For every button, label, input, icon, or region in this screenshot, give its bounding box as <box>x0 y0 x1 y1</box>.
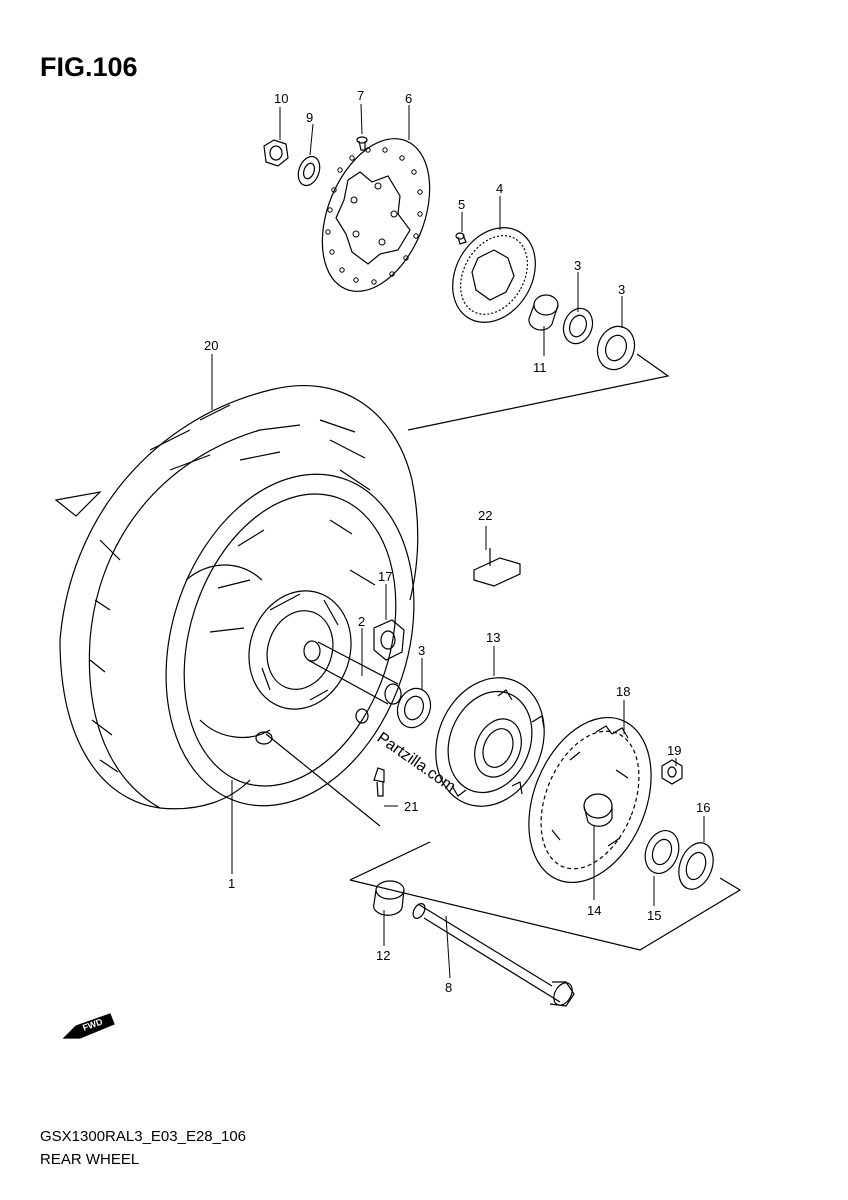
callout-16: 15 <box>647 908 661 923</box>
fwd-arrow-icon: FWD <box>62 1013 115 1039</box>
callout-22: 21 <box>404 799 418 814</box>
rear-axle[interactable] <box>411 902 576 1009</box>
callout-1: 1 <box>228 876 235 891</box>
callout-12: 11 <box>533 360 547 375</box>
watermark: Partzilla.com <box>374 729 459 795</box>
sensor-rotor[interactable] <box>436 213 552 338</box>
wheel-bearing-lower[interactable] <box>392 684 436 733</box>
callout-4: 3 <box>574 258 581 273</box>
callout-15: 14 <box>587 903 601 918</box>
sprocket-nut[interactable] <box>661 759 683 785</box>
callout-20: 19 <box>667 743 681 758</box>
callout-11: 10 <box>274 91 288 106</box>
brake-disc[interactable] <box>302 123 451 307</box>
figure-name: REAR WHEEL <box>40 1151 140 1168</box>
sprocket-oil-seal[interactable] <box>673 838 719 894</box>
axle-washer[interactable] <box>294 153 323 188</box>
sprocket-spacer[interactable] <box>583 793 613 827</box>
callout-6: 5 <box>458 197 465 212</box>
leader-lines <box>211 103 705 979</box>
sprocket-bearing[interactable] <box>639 826 684 878</box>
callout-21: 20 <box>204 338 218 353</box>
callout-23: 22 <box>478 508 492 523</box>
rear-wheel-rim[interactable] <box>125 442 455 838</box>
oil-seal[interactable] <box>559 304 598 347</box>
figure-code: GSX1300RAL3_E03_E28_106 <box>40 1128 247 1145</box>
callout-2: 2 <box>358 614 365 629</box>
callout-13: 12 <box>376 948 390 963</box>
disc-bolt[interactable] <box>356 136 368 151</box>
callout-9: 8 <box>445 980 452 995</box>
callout-19: 18 <box>616 684 630 699</box>
callout-10: 9 <box>306 110 313 125</box>
sprocket-mounting-drum[interactable] <box>417 661 563 822</box>
figure-title: FIG.106 <box>40 52 138 82</box>
axle-nut[interactable] <box>263 139 289 167</box>
wheel-bearing-upper[interactable] <box>592 321 641 375</box>
cush-damper[interactable] <box>373 619 405 661</box>
tire-valve[interactable] <box>255 731 385 797</box>
callout-3-upper: 3 <box>618 282 625 297</box>
callout-5: 4 <box>496 181 503 196</box>
callout-7: 6 <box>405 91 412 106</box>
o-ring[interactable] <box>355 708 369 724</box>
rotor-screw[interactable] <box>455 232 467 245</box>
rear-tire[interactable] <box>59 385 419 810</box>
axle-spacer[interactable] <box>373 880 405 916</box>
callout-18: 17 <box>378 569 392 584</box>
callout-17: 16 <box>696 800 710 815</box>
callout-3-lower: 3 <box>418 643 425 658</box>
hub-spacer[interactable] <box>528 294 559 331</box>
callout-14: 13 <box>486 630 500 645</box>
callout-8: 7 <box>357 88 364 103</box>
axle-spacer-tube[interactable] <box>303 640 402 705</box>
spacer-bushing[interactable] <box>473 548 521 587</box>
rear-sprocket[interactable] <box>506 699 674 900</box>
